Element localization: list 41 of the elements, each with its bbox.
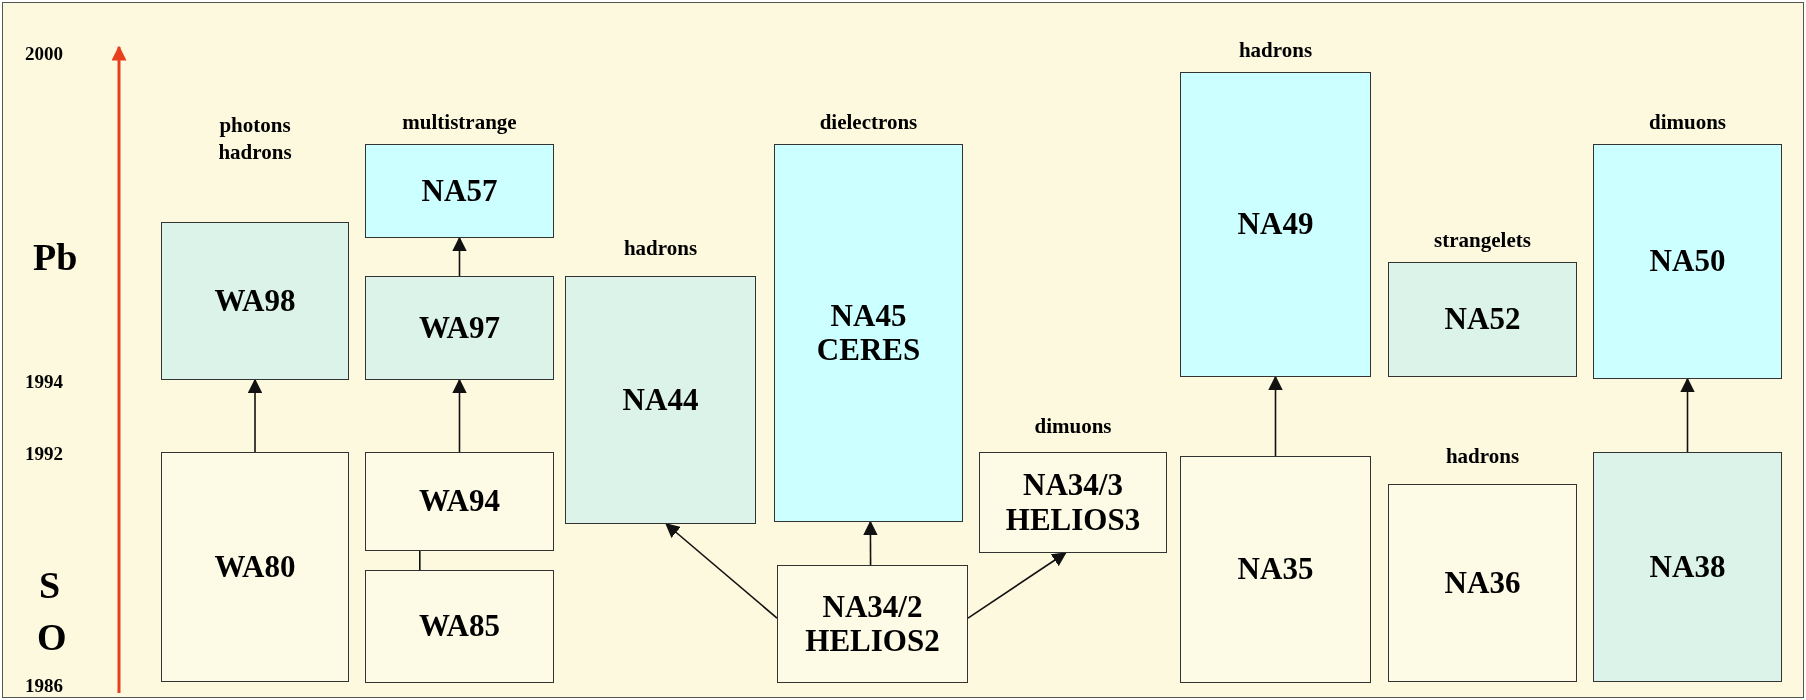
measurement-heading: photons hadrons [218,112,292,167]
axis-label: 1986 [25,675,63,697]
experiment-name: WA98 [214,283,296,319]
arrow [665,523,778,619]
experiment-name: NA34/2 HELIOS2 [805,589,940,659]
experiment-name: NA50 [1649,244,1726,279]
axis-label: 1994 [25,371,63,393]
experiment-name: WA80 [214,549,296,585]
measurement-heading: dimuons [1649,108,1726,136]
measurement-heading: multistrange [402,108,517,136]
experiment-name: NA34/3 HELIOS3 [1005,468,1141,537]
connector-line [419,550,421,571]
measurement-heading: strangelets [1434,226,1531,254]
experiment-name: NA57 [421,173,498,209]
experiment-name: NA45 CERES [816,298,921,368]
experiment-name: NA44 [622,382,699,418]
measurement-heading: hadrons [1238,36,1313,64]
experiment-name: WA85 [419,609,500,644]
axis-label: Pb [33,235,78,279]
measurement-heading: hadrons [623,234,698,262]
experiment-name: NA38 [1649,549,1726,585]
experiment-name: NA36 [1444,565,1521,601]
experiment-name: WA94 [419,484,500,519]
measurement-heading: hadrons [1445,442,1520,470]
experiment-name: NA49 [1237,207,1314,242]
experiment-name: NA52 [1444,302,1521,337]
axis-label: 1992 [25,443,63,465]
arrow [247,378,263,453]
arrow [1680,377,1695,453]
axis-label: 2000 [25,43,63,65]
measurement-heading: dielectrons [819,108,918,136]
arrow [452,236,467,277]
experiment-name: WA97 [419,310,500,346]
axis-label: S [39,563,61,607]
experiment-name: NA35 [1237,552,1314,587]
axis-label: O [37,615,67,659]
arrow [452,378,467,453]
arrow [863,520,878,566]
arrow [967,552,1067,619]
measurement-heading: dimuons [1034,412,1112,440]
arrow [1268,375,1283,457]
